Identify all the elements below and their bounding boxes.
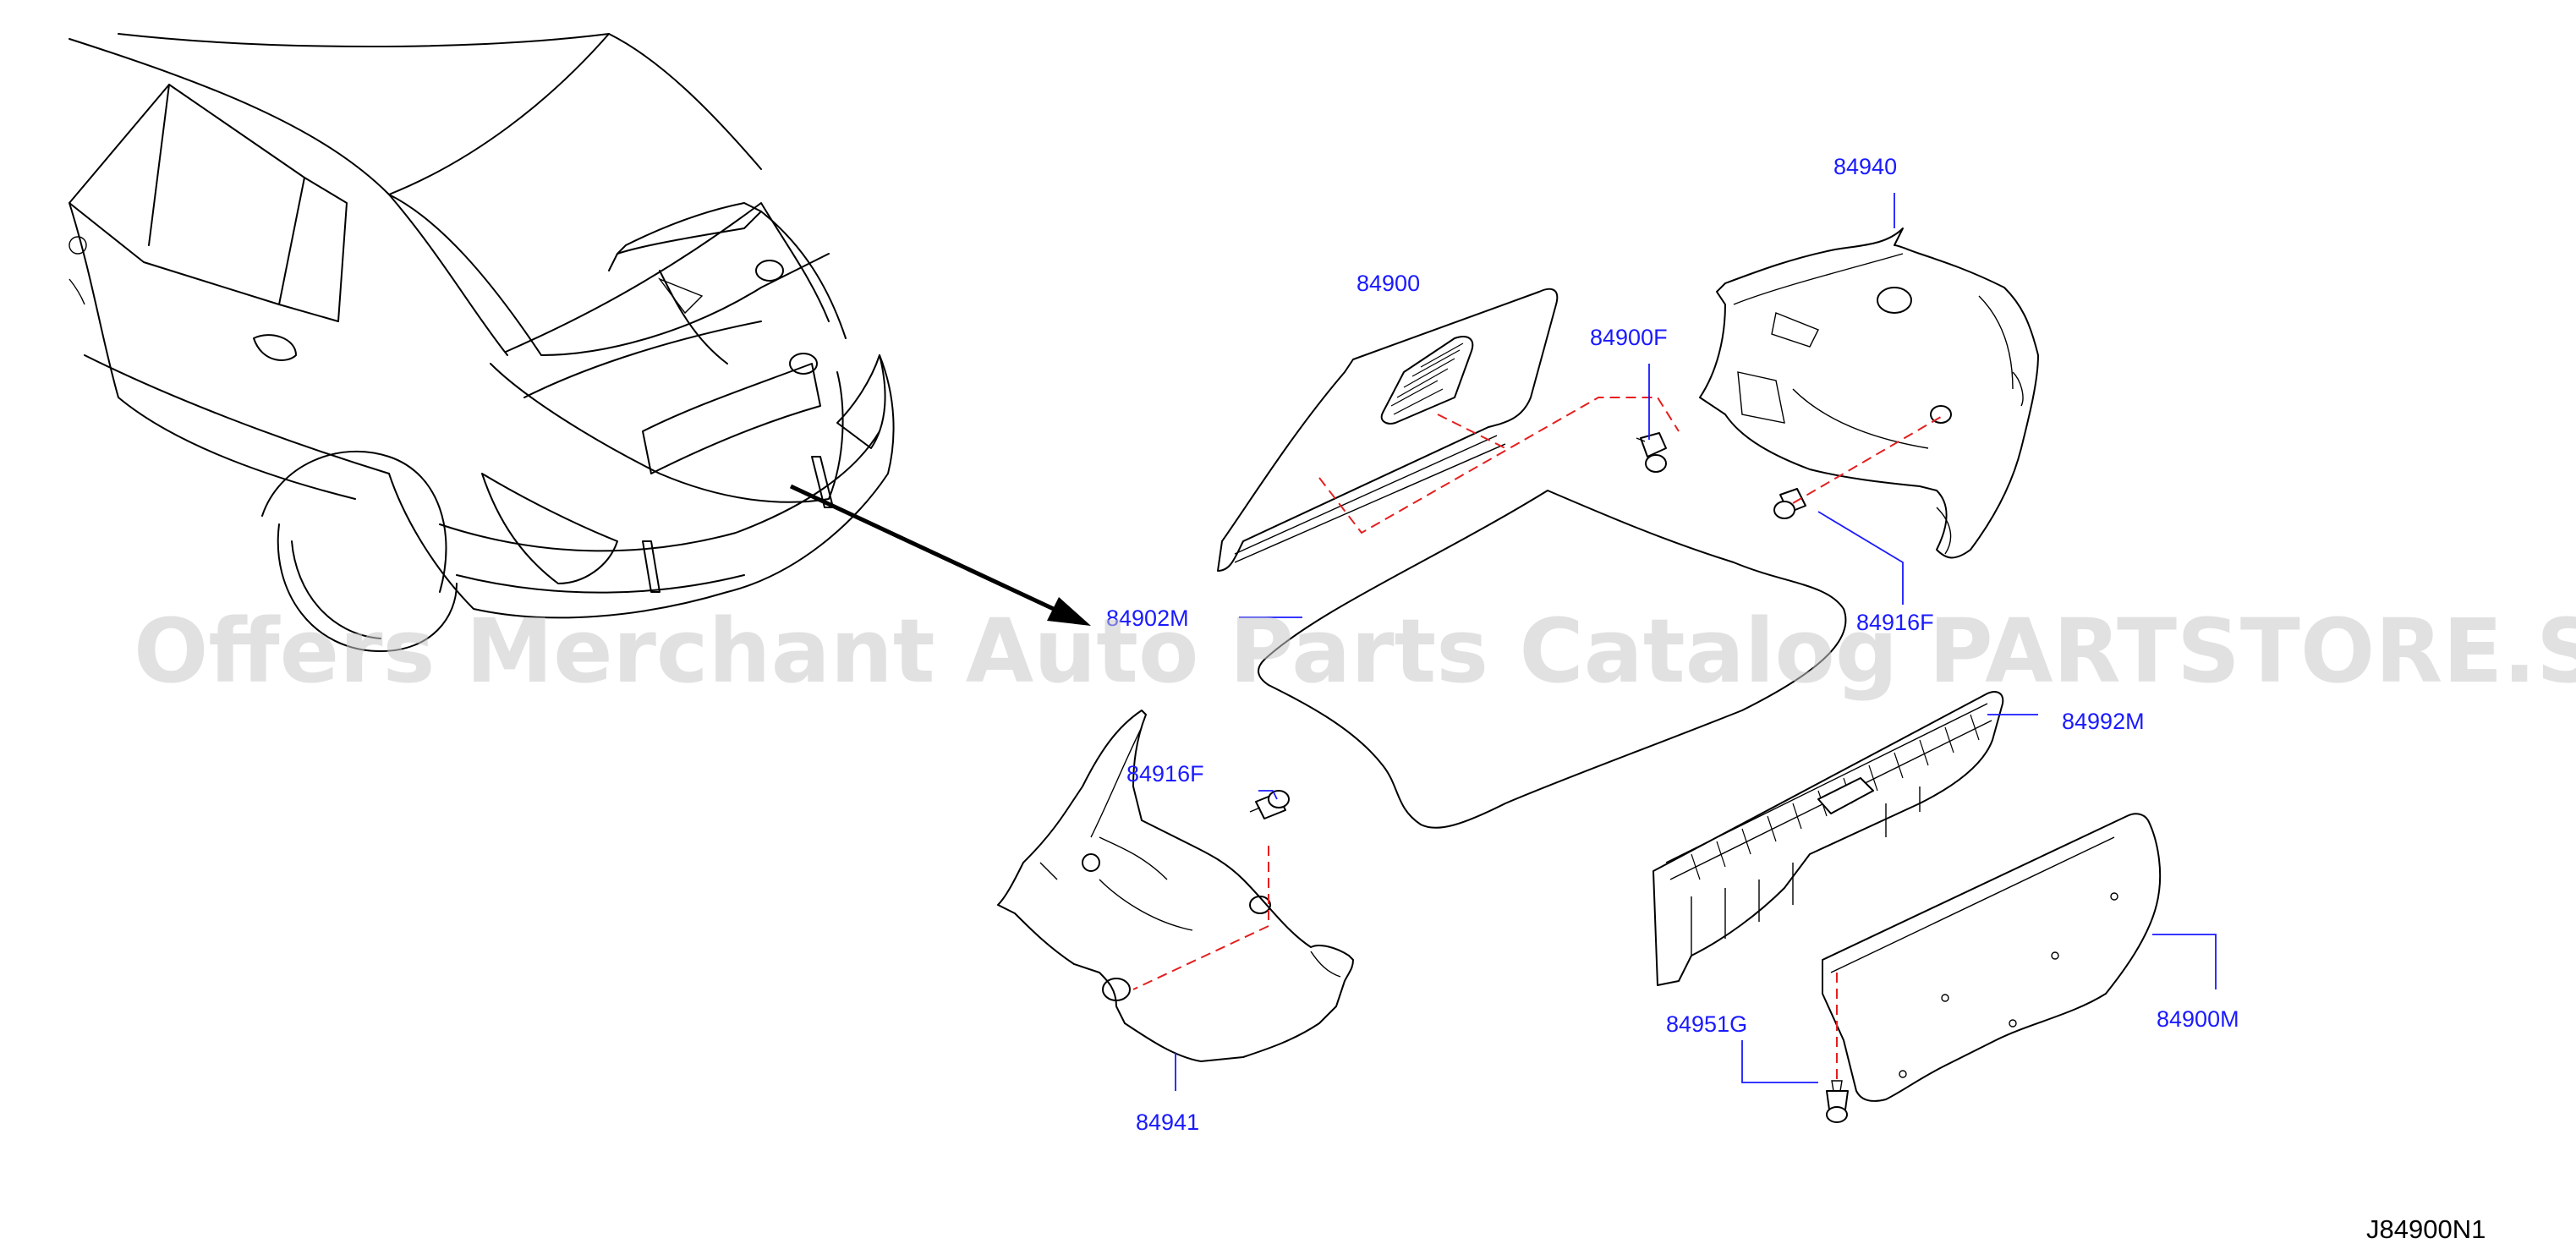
label-84940: 84940 (1833, 154, 1897, 179)
part-84992M-rear-plate-finisher (1652, 691, 2004, 986)
label-84900M: 84900M (2157, 1006, 2239, 1032)
part-84902M-trunk-mat (1258, 490, 1847, 829)
alignment-lines (1132, 397, 1946, 1082)
part-labels: 84940 84900 84900F 84902M 84916F 84916F … (1106, 154, 2239, 1135)
clip-84916F-right (1773, 488, 1806, 519)
clip-84900F (1636, 432, 1667, 473)
part-84900-trunk-board (1217, 288, 1559, 572)
part-84941-trunk-side-finisher-lh (997, 710, 1354, 1062)
diagram-code: J84900N1 (2366, 1214, 2486, 1244)
label-84900F: 84900F (1590, 325, 1668, 350)
leader-lines (1175, 193, 2217, 1091)
label-84916F-right: 84916F (1856, 610, 1934, 635)
label-84902M: 84902M (1106, 606, 1189, 631)
part-84940-trunk-side-finisher-rh (1699, 227, 2039, 559)
label-84992M: 84992M (2062, 709, 2145, 734)
label-84951G: 84951G (1666, 1011, 1747, 1037)
clip-84916F-left (1249, 790, 1290, 819)
part-84900M-trunk-finisher-lower (1822, 813, 2162, 1102)
label-84916F-left: 84916F (1126, 761, 1204, 786)
clip-84951G (1826, 1080, 1849, 1123)
watermark-text: Offers Merchant Auto Parts Catalog PARTS… (134, 600, 2576, 703)
vehicle-illustration (69, 33, 895, 652)
label-84941: 84941 (1136, 1110, 1199, 1135)
label-84900: 84900 (1357, 271, 1420, 296)
pointer-arrow (789, 484, 1091, 626)
